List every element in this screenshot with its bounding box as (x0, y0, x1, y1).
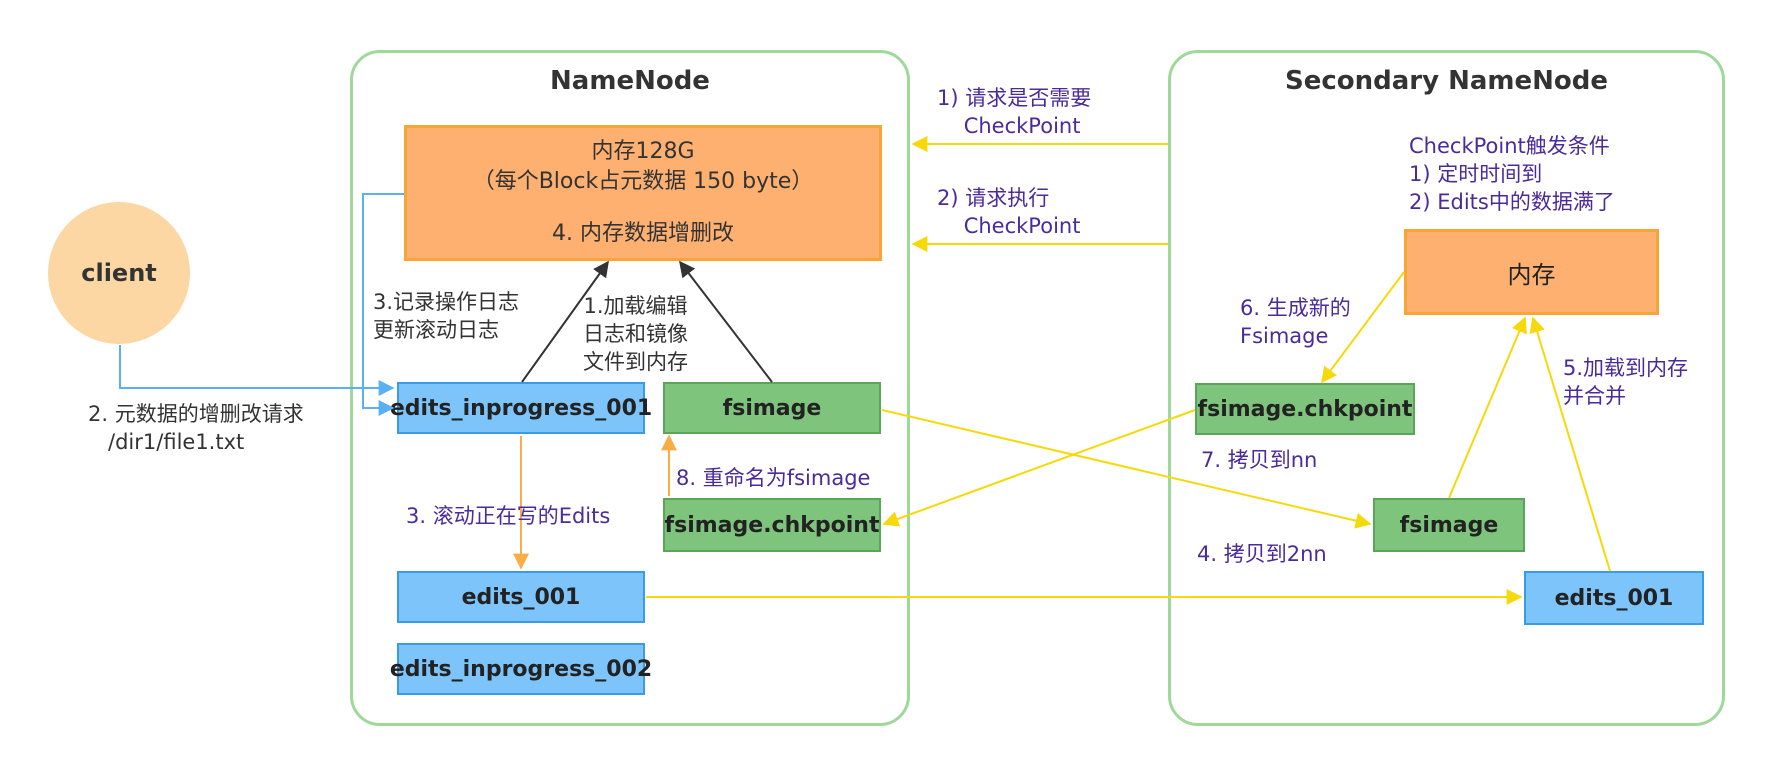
arrow-load-edits (521, 260, 609, 383)
label-generate-fsimage: 6. 生成新的 Fsimage (1240, 296, 1351, 348)
secondary-namenode-panel (1168, 50, 1725, 726)
label-record-log: 3.记录操作日志 更新滚动日志 (373, 290, 520, 342)
label-checkpoint-conditions: CheckPoint触发条件 1) 定时时间到 2) Edits中的数据满了 (1409, 134, 1615, 214)
secondary-edits-001-box: edits_001 (1524, 571, 1704, 625)
arrow-client-request (119, 345, 395, 396)
secondary-fsimage-chkpoint-box: fsimage.chkpoint (1195, 383, 1415, 435)
arrow-generate-fsimage (1321, 271, 1405, 384)
namenode-memory-box: 内存128G （每个Block占元数据 150 byte） 4. 内存数据增删改 (404, 125, 882, 261)
arrow-record-log (362, 193, 404, 416)
label-load-edits-fsimage: 1.加载编辑 日志和镜像 文件到内存 (583, 294, 688, 374)
namenode-fsimage-chkpoint-box: fsimage.chkpoint (663, 498, 881, 552)
label-copy-to-2nn: 4. 拷贝到2nn (1197, 542, 1327, 566)
memory-size-line: 内存128G (591, 139, 695, 164)
memory-block-line: （每个Block占元数据 150 byte） (472, 169, 814, 194)
label-load-merge: 5.加载到内存 并合并 (1563, 356, 1689, 408)
label-roll-edits: 3. 滚动正在写的Edits (406, 504, 611, 528)
arrow-copy-fsimage-2nn (881, 409, 1372, 529)
namenode-fsimage-box: fsimage (663, 382, 881, 434)
label-execute-checkpoint: 2) 请求执行 CheckPoint (937, 186, 1081, 238)
secondary-fsimage-box: fsimage (1373, 498, 1525, 552)
arrow-load-fsimage (679, 260, 773, 383)
label-request-checkpoint: 1) 请求是否需要 CheckPoint (937, 86, 1092, 138)
memory-crud-line: 4. 内存数据增删改 (552, 221, 734, 246)
edits-inprogress-002-box: edits_inprogress_002 (390, 643, 652, 695)
namenode-edits-001-box: edits_001 (397, 571, 645, 623)
label-client-request: 2. 元数据的增删改请求 /dir1/file1.txt (88, 402, 304, 454)
client-node: client (48, 202, 190, 344)
namenode-title: NameNode (550, 66, 710, 96)
label-rename-fsimage: 8. 重命名为fsimage (676, 466, 871, 490)
secondary-memory-box: 内存 (1404, 229, 1659, 315)
label-copy-to-nn: 7. 拷贝到nn (1201, 448, 1318, 472)
edits-inprogress-001-box: edits_inprogress_001 (390, 382, 652, 434)
arrow-copy-chkpoint-nn (882, 409, 1196, 527)
arrow-load-2nn-edits (1529, 316, 1611, 572)
secondary-namenode-title: Secondary NameNode (1284, 66, 1609, 96)
arrow-load-2nn-fsimage (1448, 316, 1527, 499)
